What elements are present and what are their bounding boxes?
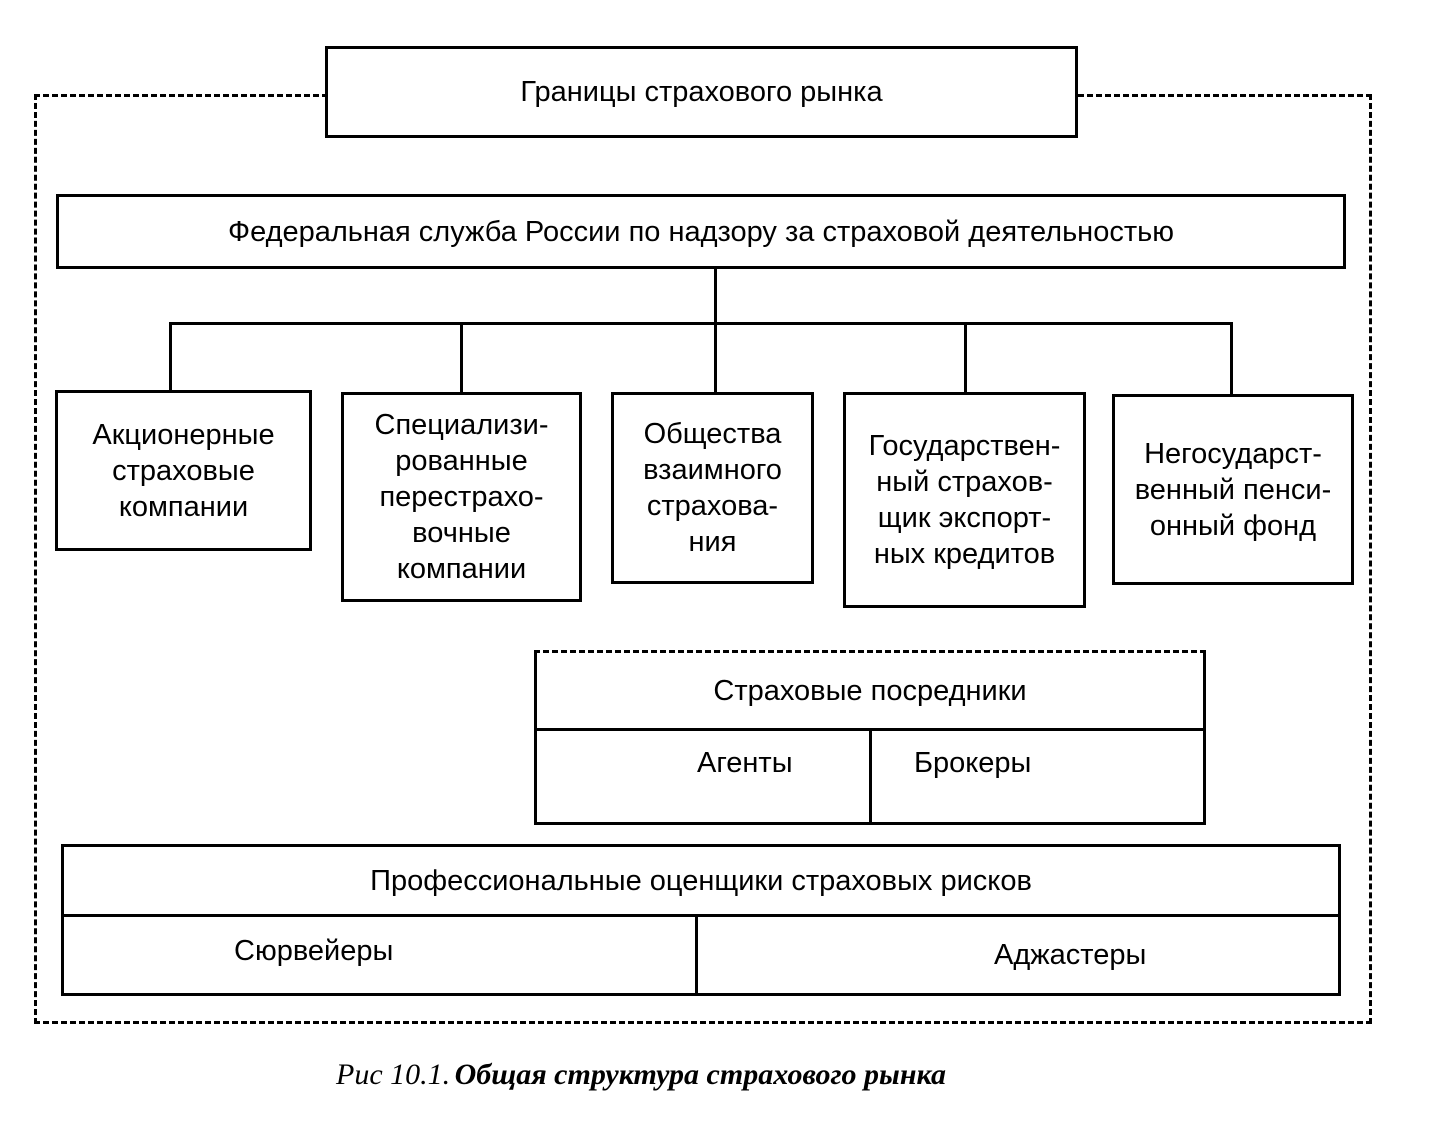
boundary-title-box: Границы страхового рынка xyxy=(325,46,1078,138)
connector-2 xyxy=(460,322,463,394)
regulator-label: Федеральная служба России по надзору за … xyxy=(228,215,1174,248)
connector-5 xyxy=(1230,322,1233,396)
participant-box-2: Специализи- рованные перестрахо- вочные … xyxy=(341,392,582,602)
assessors-surveyors: Сюрвейеры xyxy=(234,935,394,967)
participant-box-5: Негосударст- венный пенси- онный фонд xyxy=(1112,394,1354,585)
intermediaries-brokers: Брокеры xyxy=(914,747,1032,779)
regulator-box: Федеральная служба России по надзору за … xyxy=(56,194,1346,269)
assessors-adjusters: Аджастеры xyxy=(994,939,1147,971)
intermediaries-group: Страховые посредники Агенты Брокеры xyxy=(534,650,1206,825)
intermediaries-agents-cell: Агенты xyxy=(537,731,872,822)
assessors-surveyors-cell: Сюрвейеры xyxy=(64,917,698,993)
participant-box-1: Акционерные страховые компании xyxy=(55,390,312,551)
participant-box-3: Общества взаимного страхова- ния xyxy=(611,392,814,584)
connector-trunk xyxy=(714,268,717,392)
assessors-title-row: Профессиональные оценщики страховых риск… xyxy=(64,847,1338,917)
connector-4 xyxy=(964,322,967,394)
participant-box-4: Государствен- ный страхов- щик экспорт- … xyxy=(843,392,1086,608)
participant-label-5: Негосударст- венный пенси- онный фонд xyxy=(1134,437,1332,542)
intermediaries-title: Страховые посредники xyxy=(713,674,1027,707)
assessors-adjusters-cell: Аджастеры xyxy=(698,917,1338,993)
intermediaries-brokers-cell: Брокеры xyxy=(872,731,1203,822)
caption-prefix: Рис 10.1. xyxy=(336,1058,451,1091)
assessors-title: Профессиональные оценщики страховых риск… xyxy=(370,864,1032,897)
connector-1 xyxy=(169,322,172,392)
boundary-title: Границы страхового рынка xyxy=(520,76,883,108)
intermediaries-title-row: Страховые посредники xyxy=(537,653,1203,731)
intermediaries-agents: Агенты xyxy=(697,747,793,779)
assessors-group: Профессиональные оценщики страховых риск… xyxy=(61,844,1341,996)
participant-label-1: Акционерные страховые компании xyxy=(92,418,275,523)
participant-label-2: Специализи- рованные перестрахо- вочные … xyxy=(374,409,549,585)
caption-text: Общая структура страхового рынка xyxy=(454,1058,946,1091)
figure-caption: Рис 10.1. Общая структура страхового рын… xyxy=(336,1058,946,1092)
connector-bus xyxy=(169,322,1233,325)
participant-label-3: Общества взаимного страхова- ния xyxy=(643,418,782,558)
participant-label-4: Государствен- ный страхов- щик экспорт- … xyxy=(868,430,1061,570)
